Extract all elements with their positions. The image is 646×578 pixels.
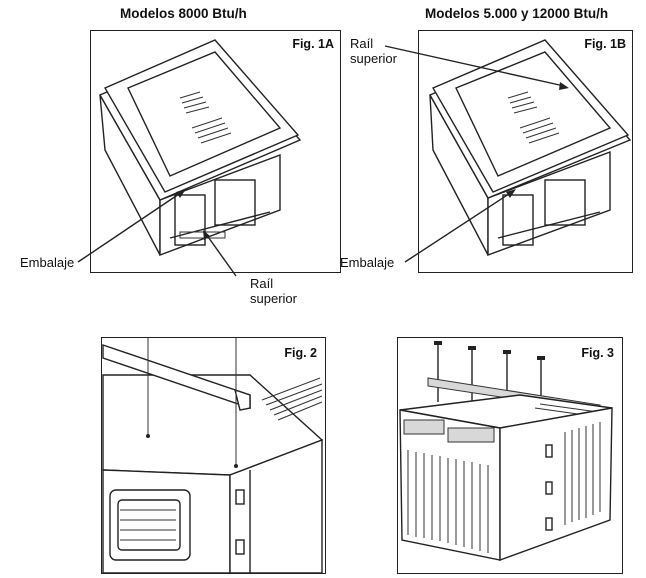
figure-1b-label: Fig. 1B (584, 37, 626, 51)
rail-install-drawing (102, 337, 324, 574)
ac-unit-in-box-drawing-1a (99, 39, 302, 257)
screws-install-drawing (399, 341, 613, 561)
arrow-rail-1b (384, 45, 569, 90)
callout-packaging-1a: Embalaje (20, 255, 75, 270)
arrow-rail-1a (203, 230, 237, 277)
figure-1a-label: Fig. 1A (292, 37, 334, 51)
figure-2-label: Fig. 2 (284, 346, 317, 360)
heading-8000-models: Modelos 8000 Btu/h (120, 6, 247, 21)
callout-rail-1a-line1: Raíl (250, 276, 274, 291)
figure-1a-panel: Fig. 1A (90, 30, 341, 273)
callout-rail-1b-line2: superior (350, 51, 397, 66)
figure-3-panel: Fig. 3 (397, 337, 623, 574)
arrow-packaging-1a (77, 189, 186, 263)
callout-rail-1b-line1: Raíl (350, 36, 374, 51)
heading-5000-12000-models: Modelos 5.000 y 12000 Btu/h (425, 6, 609, 21)
figure-2-panel: Fig. 2 (101, 337, 326, 574)
ac-unit-in-box-drawing-1b (429, 39, 632, 257)
figure-1b-panel: Fig. 1B (418, 30, 633, 273)
callout-rail-1b: Raíl superior (350, 36, 397, 66)
figure-3-label: Fig. 3 (581, 346, 614, 360)
callout-rail-1a-line2: superior (250, 291, 297, 306)
callout-packaging-1b: Embalaje (340, 255, 395, 270)
callout-rail-1a: Raíl superior (250, 276, 297, 306)
arrow-packaging-1b (404, 189, 516, 263)
